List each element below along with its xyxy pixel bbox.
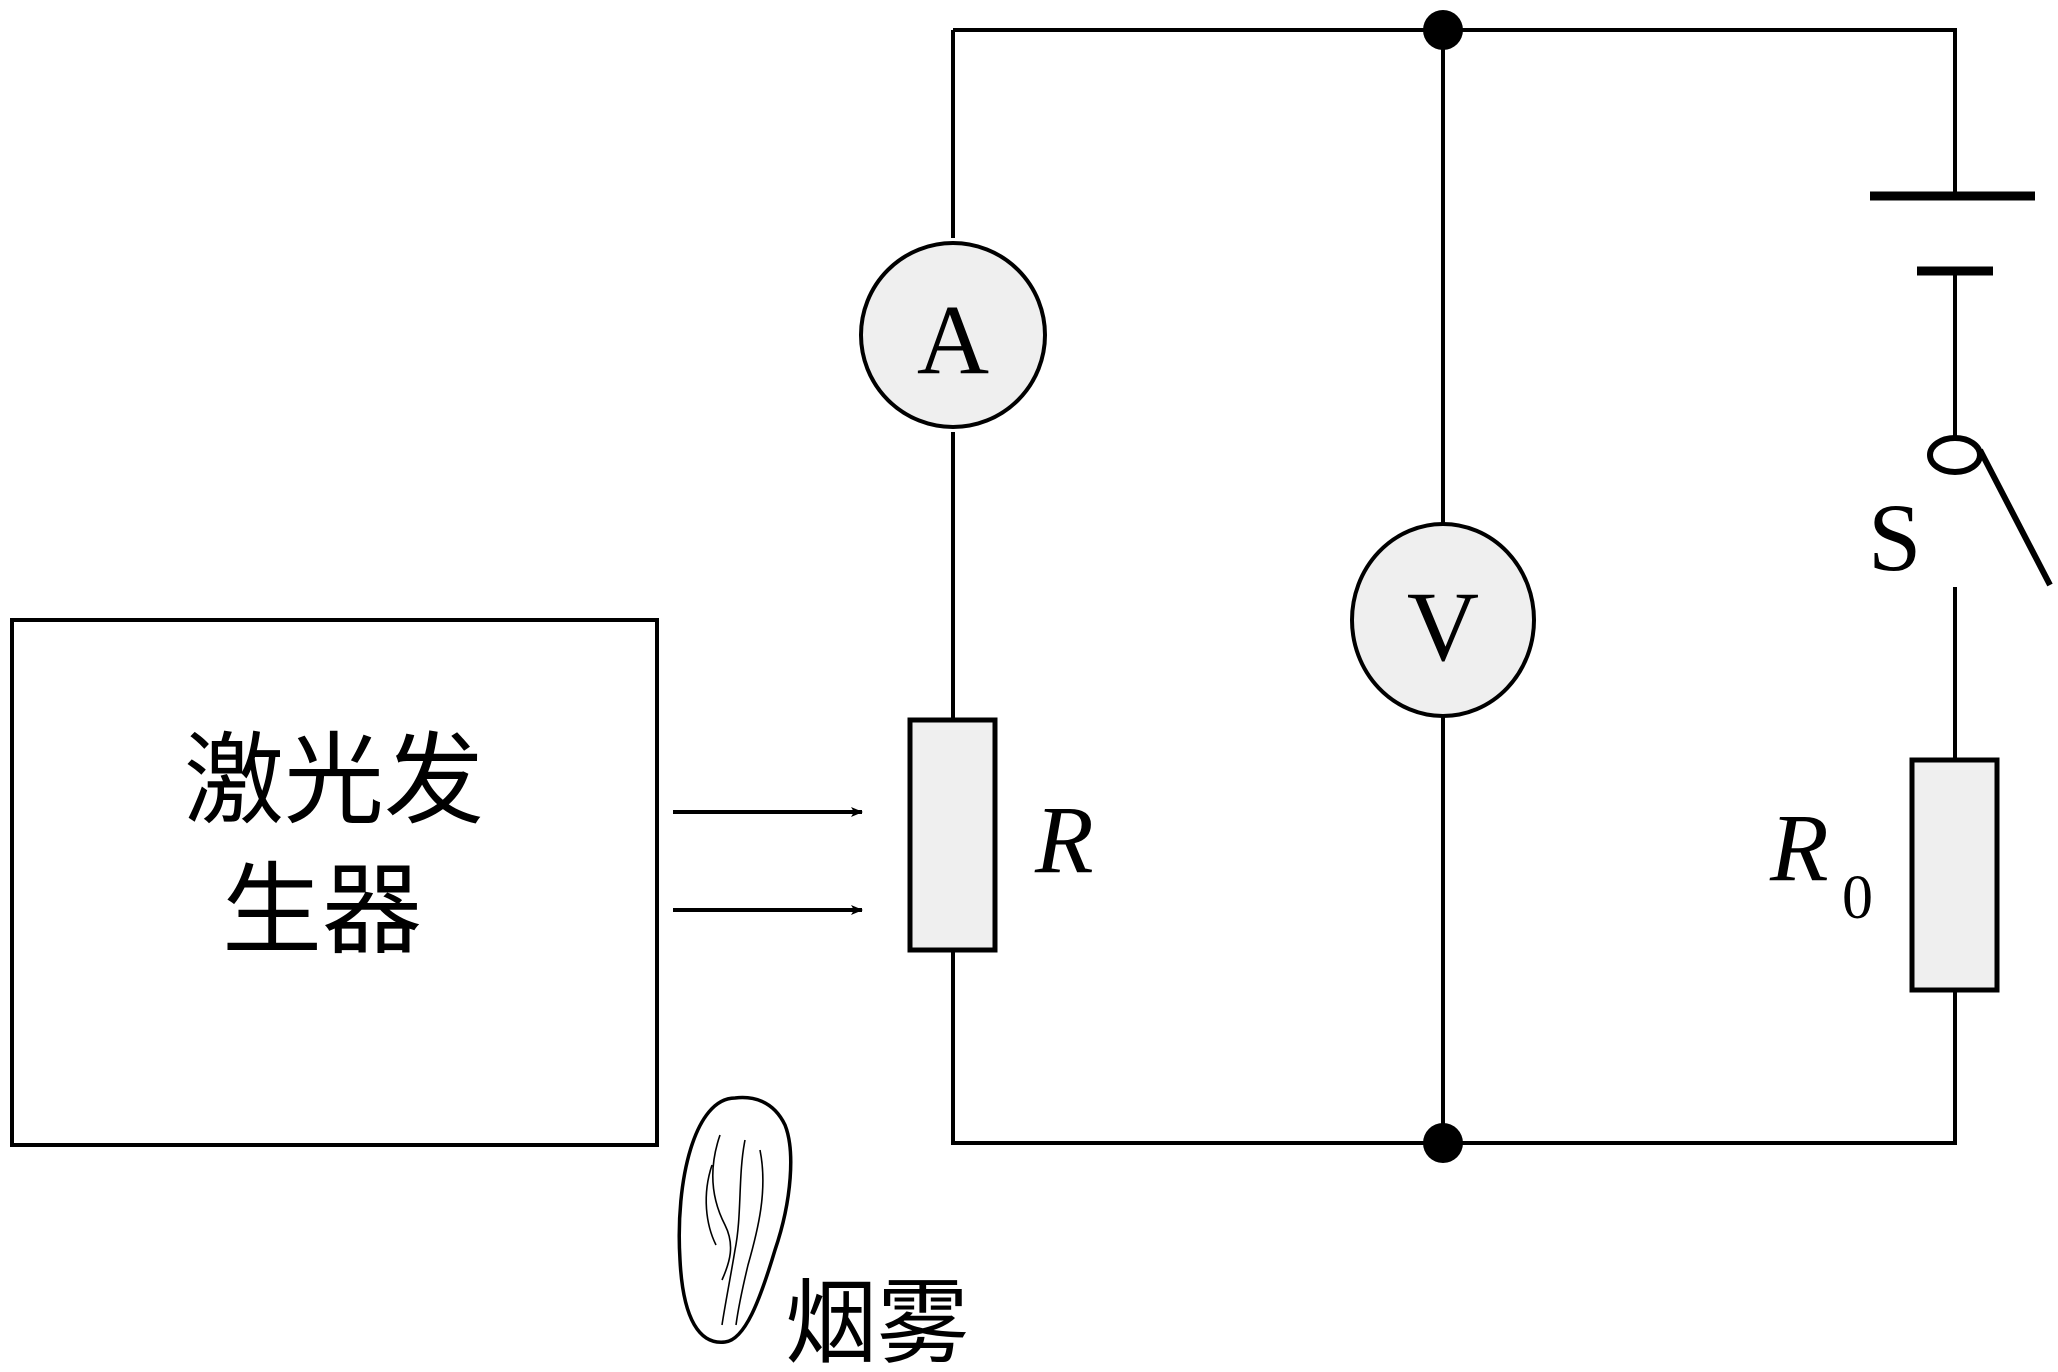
switch-pivot [1927, 435, 1983, 475]
resistor-r0-label: R [1769, 794, 1829, 901]
resistor-r0-label-main: R [1769, 794, 1829, 901]
laser-generator-label-line1: 激光发 [184, 722, 484, 839]
voltmeter [1350, 522, 1536, 718]
junction-bottom [1423, 1123, 1463, 1163]
ammeter [859, 241, 1047, 429]
wire-top [953, 28, 1957, 195]
laser-generator-box [10, 618, 659, 1147]
smoke-icon [677, 1095, 793, 1344]
resistor-r-label: R [1034, 786, 1094, 893]
ammeter-label: A [917, 284, 989, 395]
switch-blade [1977, 448, 2053, 587]
wire-left-lower [951, 950, 1957, 1145]
resistor-r0 [1909, 757, 2000, 993]
junction-top [1423, 10, 1463, 50]
resistor-r0-label-subscript: 0 [1842, 864, 1873, 932]
laser-generator-label-line2: 生器 [222, 852, 422, 969]
switch-label: S [1868, 484, 1921, 591]
resistor-r [907, 717, 998, 953]
switch [1927, 435, 2053, 587]
voltmeter-label: V [1407, 571, 1479, 682]
smoke-label: 烟雾 [785, 1270, 969, 1372]
